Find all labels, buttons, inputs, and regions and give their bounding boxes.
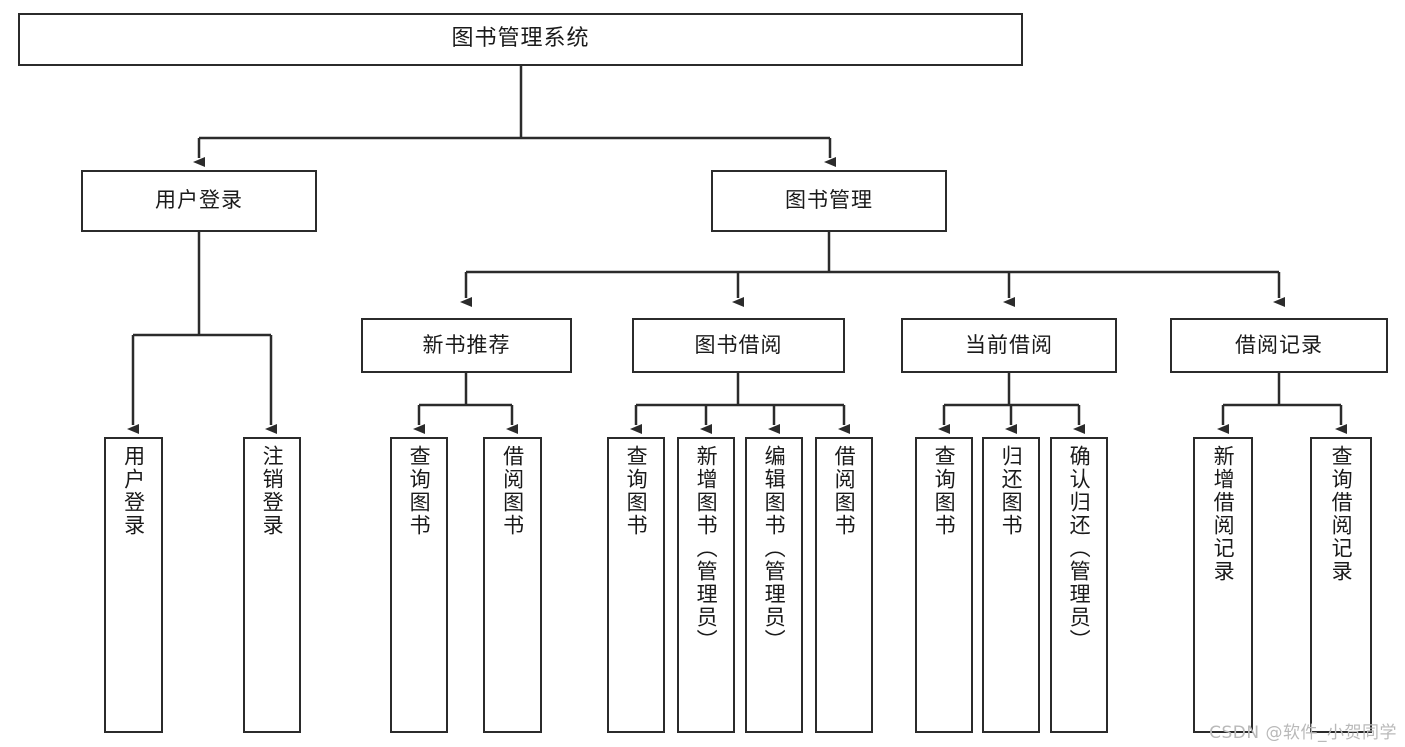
node-borrow-record[interactable]: 借阅记录 <box>1170 318 1388 373</box>
leaf-add-record[interactable]: 新增借阅记录 <box>1193 437 1253 733</box>
leaf-query-record[interactable]: 查询借阅记录 <box>1310 437 1372 733</box>
node-book-borrow[interactable]: 图书借阅 <box>632 318 845 373</box>
node-root-label: 图书管理系统 <box>451 26 590 52</box>
leaf-user-login[interactable]: 用户登录 <box>104 437 163 733</box>
leaf-edit-book-label: 编辑图书（管理员） <box>762 445 787 652</box>
leaf-add-book[interactable]: 新增图书（管理员） <box>677 437 735 733</box>
leaf-query-book-3-label: 查询图书 <box>932 445 957 537</box>
leaf-borrow-book-2[interactable]: 借阅图书 <box>815 437 873 733</box>
leaf-query-book-3[interactable]: 查询图书 <box>915 437 973 733</box>
leaf-query-book-2-label: 查询图书 <box>624 445 649 537</box>
leaf-borrow-book-1[interactable]: 借阅图书 <box>483 437 542 733</box>
leaf-user-login-label: 用户登录 <box>121 445 146 537</box>
node-current-borrow-label: 当前借阅 <box>965 332 1053 357</box>
leaf-return-book-label: 归还图书 <box>999 445 1024 537</box>
node-user-login[interactable]: 用户登录 <box>81 170 317 232</box>
node-borrow-record-label: 借阅记录 <box>1235 332 1323 357</box>
node-user-login-label: 用户登录 <box>155 188 243 213</box>
node-new-book-rec[interactable]: 新书推荐 <box>361 318 572 373</box>
leaf-borrow-book-1-label: 借阅图书 <box>500 445 525 537</box>
csdn-watermark: CSDN @软件_小贺同学 <box>1209 723 1397 743</box>
leaf-logout[interactable]: 注销登录 <box>243 437 301 733</box>
leaf-logout-label: 注销登录 <box>260 445 285 537</box>
leaf-add-record-label: 新增借阅记录 <box>1211 445 1236 583</box>
leaf-edit-book[interactable]: 编辑图书（管理员） <box>745 437 803 733</box>
leaf-add-book-label: 新增图书（管理员） <box>694 445 719 652</box>
leaf-return-book[interactable]: 归还图书 <box>982 437 1040 733</box>
node-book-manage-label: 图书管理 <box>785 188 873 213</box>
leaf-query-record-label: 查询借阅记录 <box>1329 445 1354 583</box>
leaf-query-book-1-label: 查询图书 <box>407 445 432 537</box>
leaf-query-book-1[interactable]: 查询图书 <box>390 437 448 733</box>
node-current-borrow[interactable]: 当前借阅 <box>901 318 1117 373</box>
leaf-query-book-2[interactable]: 查询图书 <box>607 437 665 733</box>
node-book-manage[interactable]: 图书管理 <box>711 170 947 232</box>
leaf-confirm-return-label: 确认归还（管理员） <box>1067 445 1092 652</box>
node-book-borrow-label: 图书借阅 <box>694 332 783 357</box>
leaf-confirm-return[interactable]: 确认归还（管理员） <box>1050 437 1108 733</box>
node-root[interactable]: 图书管理系统 <box>18 13 1023 66</box>
node-new-book-rec-label: 新书推荐 <box>422 332 511 357</box>
leaf-borrow-book-2-label: 借阅图书 <box>832 445 857 537</box>
